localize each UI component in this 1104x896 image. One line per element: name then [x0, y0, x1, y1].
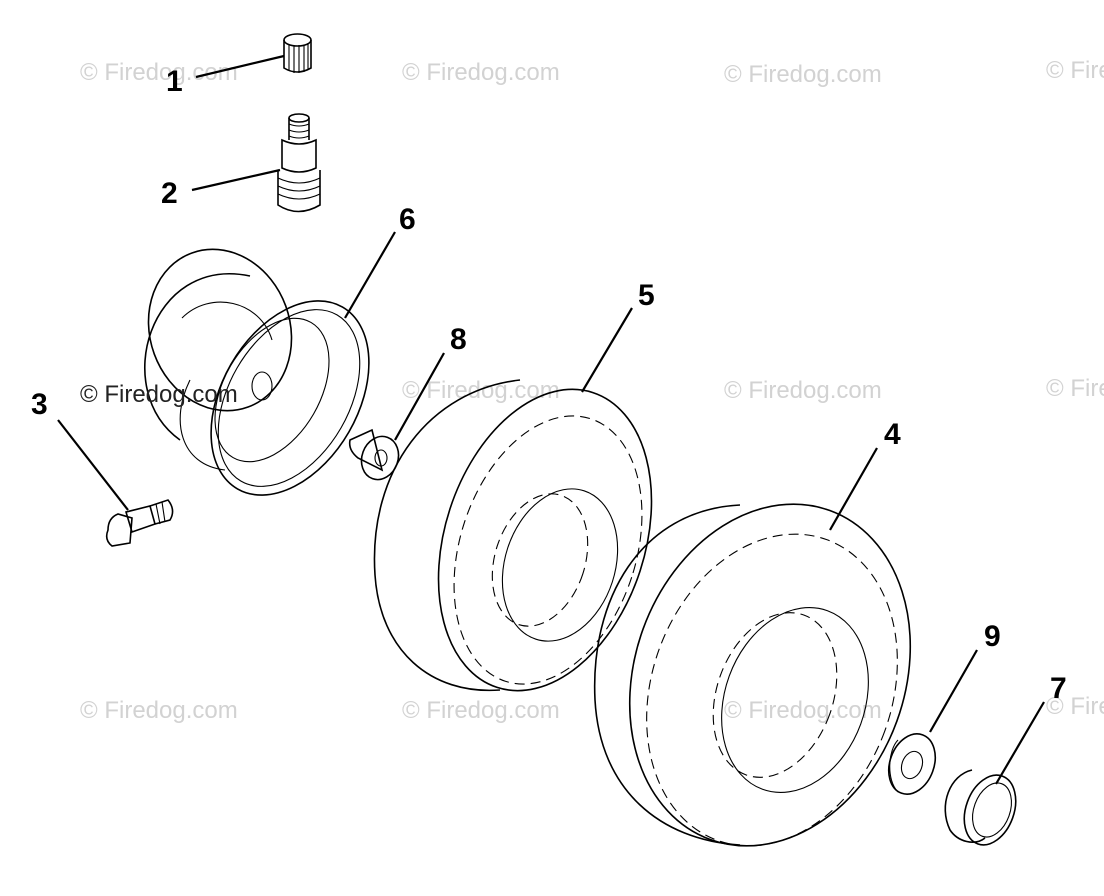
leader-2: [191, 168, 281, 192]
watermark: © Firedog.com: [1046, 57, 1104, 84]
watermark-layer: © Firedog.com © Firedog.com © Firedog.co…: [80, 57, 1104, 724]
leader-3: [57, 419, 129, 511]
callout-6: 6: [399, 203, 416, 236]
callout-8: 8: [450, 323, 467, 356]
leader-9: [929, 649, 978, 733]
leader-lines: [57, 54, 1045, 785]
watermark: © Firedog.com: [724, 377, 882, 404]
part-grease-fitting: [105, 499, 174, 547]
watermark: © Firedog.com: [80, 381, 238, 408]
part-tire-front: [373, 379, 653, 692]
watermark: © Firedog.com: [724, 61, 882, 88]
leader-4: [829, 447, 878, 531]
part-hub-cap: [944, 769, 1017, 846]
callout-3: 3: [31, 388, 48, 421]
watermark: © Firedog.com: [1046, 375, 1104, 402]
callout-1: 1: [166, 65, 183, 98]
watermark: © Firedog.com: [402, 377, 560, 404]
callout-7: 7: [1050, 672, 1067, 705]
leader-1: [195, 54, 285, 79]
callout-5: 5: [638, 279, 655, 312]
part-tire-rear: [593, 503, 912, 847]
part-valve-cap: [283, 33, 312, 73]
leader-6: [344, 231, 396, 319]
callout-labels: 1 2 3 4 5 6 7 8 9: [31, 65, 1067, 705]
callout-9: 9: [984, 620, 1001, 653]
callout-2: 2: [161, 177, 178, 210]
part-rim: [144, 248, 370, 496]
leader-5: [581, 307, 633, 393]
part-washer: [887, 733, 937, 795]
watermark: © Firedog.com: [1046, 693, 1104, 720]
watermark: © Firedog.com: [402, 697, 560, 724]
leader-7: [995, 701, 1045, 785]
part-valve-stem: [277, 113, 321, 213]
watermark: © Firedog.com: [724, 697, 882, 724]
leader-8: [394, 352, 445, 441]
callout-4: 4: [884, 418, 901, 451]
watermark: © Firedog.com: [80, 697, 238, 724]
watermark: © Firedog.com: [402, 59, 560, 86]
